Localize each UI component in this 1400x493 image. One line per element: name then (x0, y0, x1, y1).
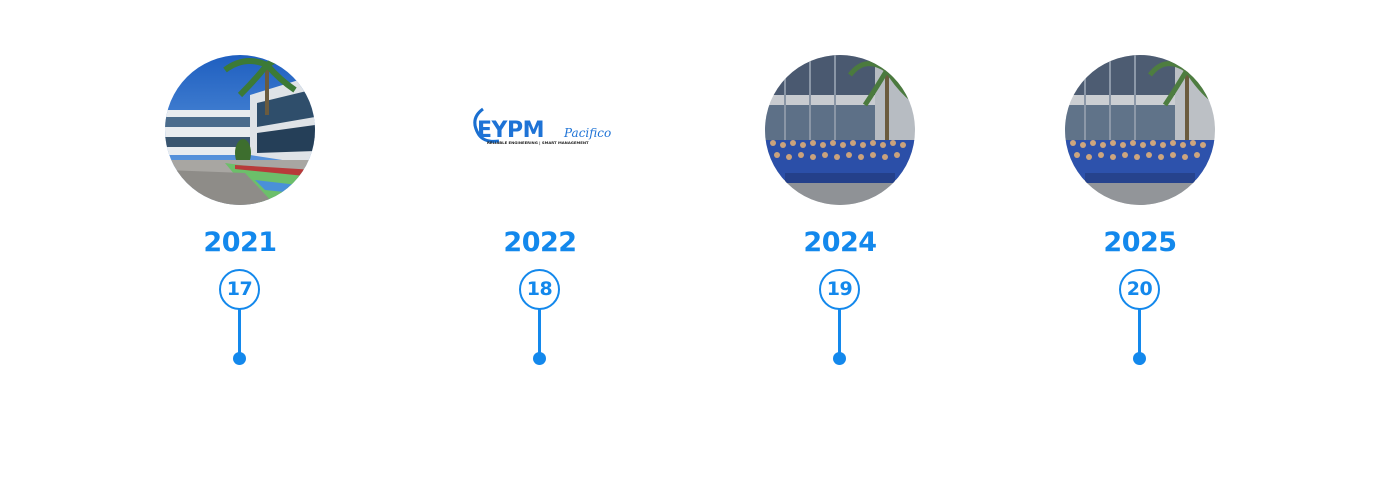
timeline-stem (538, 309, 541, 355)
timeline-stem (238, 309, 241, 355)
milestone-number-badge: 17 (219, 269, 260, 310)
team-photo (1065, 55, 1215, 205)
building-photo (165, 55, 315, 205)
milestone-number-badge: 20 (1119, 269, 1160, 310)
logo-script-text: Pacifico (563, 126, 611, 140)
timeline-stem (838, 309, 841, 355)
timeline-dot (833, 352, 846, 365)
timeline-milestone-2022: EYPM Pacifico RELIABLE ENGINEERING | SMA… (465, 55, 615, 367)
milestone-year: 2022 (503, 227, 577, 258)
timeline-dot (233, 352, 246, 365)
milestone-number-badge: 19 (819, 269, 860, 310)
logo-tagline: RELIABLE ENGINEERING | SMART MANAGEMENT (487, 140, 589, 145)
logo-main-text: EYPM (477, 118, 544, 143)
milestone-year: 2024 (803, 227, 877, 258)
timeline-milestone-2024: 2024 19 (765, 55, 915, 367)
milestone-year: 2025 (1103, 227, 1177, 258)
eypm-pacifico-logo: EYPM Pacifico RELIABLE ENGINEERING | SMA… (465, 95, 615, 155)
timeline-milestone-2025: 2025 20 (1065, 55, 1215, 367)
timeline-dot (1133, 352, 1146, 365)
milestone-number-badge: 18 (519, 269, 560, 310)
timeline-stem (1138, 309, 1141, 355)
team-photo (765, 55, 915, 205)
milestone-year: 2021 (203, 227, 277, 258)
timeline-milestone-2021: 2021 17 (165, 55, 315, 367)
timeline-dot (533, 352, 546, 365)
